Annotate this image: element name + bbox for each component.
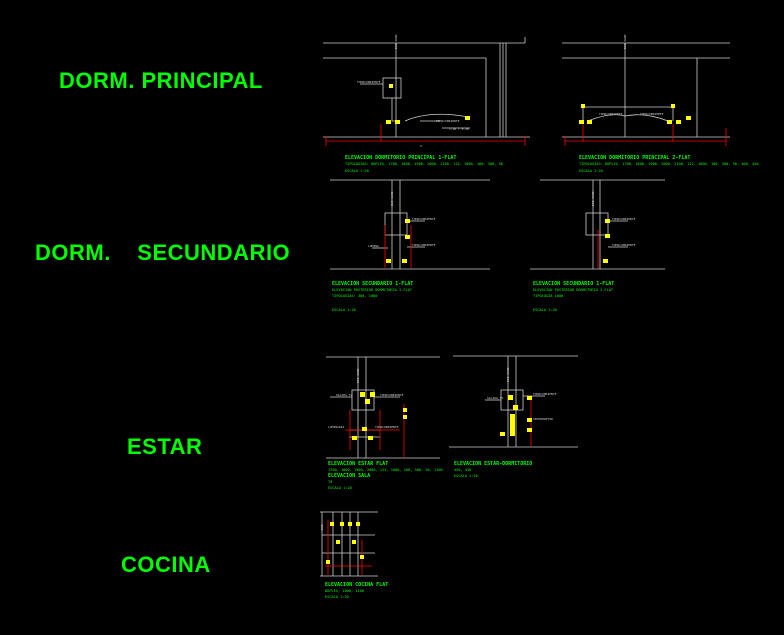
svg-text:LUMINARIA: LUMINARIA — [328, 425, 344, 429]
caption-subtitle: ELEVACION POSTERIOR DORMITORIO 2-FLAT — [332, 288, 413, 292]
section-title-dorm-principal: DORM. PRINCIPAL — [59, 68, 263, 93]
elevation-estar-flat: EJE VANO SALIDA TV TOMACORRIENTE LUMINAR… — [326, 356, 443, 490]
caption-scale: ESCALA 1:20 — [345, 169, 369, 173]
caption-subtitle: TIPOLOGIAS: DUPLEX, 1700, 1800, 1900, 20… — [345, 162, 503, 166]
svg-text:TOMACORRIENTE: TOMACORRIENTE — [436, 119, 460, 123]
svg-text:EJE VANO: EJE VANO — [591, 191, 595, 206]
caption-value: 70 — [328, 480, 332, 484]
caption-subtitle: 1700, 1800, 1900, 2000, 122, 1000, 160, … — [328, 468, 443, 472]
caption-scale: ESCALA 1:20 — [454, 474, 478, 478]
section-title-estar: ESTAR — [127, 434, 203, 459]
caption-types: TIPOLOGIA 1000 — [533, 294, 563, 298]
elevation-secundario-1flat: EJE VANO TOMACORRIENTE TOMACORRIENTE LUM… — [330, 179, 490, 312]
caption-subtitle: DUPLEX, 1000, 1100 — [325, 589, 364, 593]
section-title-cocina: COCINA — [121, 552, 211, 577]
svg-text:INTERRUPTOR: INTERRUPTOR — [533, 417, 553, 421]
caption-subtitle-2: ELEVACION SALA — [328, 473, 370, 479]
svg-text:TOMACORRIENTE: TOMACORRIENTE — [612, 217, 636, 221]
svg-text:EJE: EJE — [320, 524, 324, 530]
elevation-cocina-flat: EJE ELEVACION COCINA FLAT DUPLEX, 1000, … — [320, 511, 388, 599]
svg-text:TOMACORRIENTE: TOMACORRIENTE — [640, 112, 664, 116]
svg-text:EJE VANO: EJE VANO — [390, 191, 394, 206]
svg-text:TOMACORRIENTE: TOMACORRIENTE — [412, 217, 436, 221]
svg-text:LUMINA: LUMINA — [368, 244, 379, 248]
caption-scale: ESCALA 1:20 — [533, 308, 557, 312]
caption-title: ELEVACION ESTAR-DORMITORIO — [454, 461, 532, 467]
caption-title: ELEVACION SECUNDARIO 1-FLAT — [533, 281, 614, 287]
caption-title: ELEVACION SECUNDARIO 1-FLAT — [332, 281, 413, 287]
svg-text:TOMACORRIENTE: TOMACORRIENTE — [612, 243, 636, 247]
svg-text:SALIDA TV: SALIDA TV — [487, 396, 503, 400]
svg-text:TOMACORRIENTE: TOMACORRIENTE — [599, 112, 623, 116]
svg-text:X: X — [420, 144, 422, 148]
caption-title: ELEVACION DORMITORIO PRINCIPAL 2-FLAT — [579, 155, 690, 161]
elevation-principal-2flat: EJE VANO TOMACORRIENTE TOMACORRIENTE ELE… — [562, 34, 759, 173]
caption-scale: ESCALA 1:20 — [325, 595, 349, 599]
caption-subtitle: ELEVACION POSTERIOR DORMITORIO 2-FLAT — [533, 288, 614, 292]
caption-subtitle: 450, 430 — [454, 468, 471, 472]
svg-text:EJE VANO: EJE VANO — [623, 34, 627, 49]
elevation-principal-1flat: EJE VANO TOMACORRIENTE TOMACORRIENTE 1.2… — [323, 34, 530, 173]
caption-types: TIPOLOGIAS: 300, 1000 — [332, 294, 377, 298]
svg-text:EJE VANO: EJE VANO — [356, 368, 360, 383]
caption-scale: ESCALA 1:20 — [328, 486, 352, 490]
svg-text:1.20 / 0.30: 1.20 / 0.30 — [449, 127, 469, 131]
svg-text:TOMACORRIENTE: TOMACORRIENTE — [533, 392, 557, 396]
caption-title: ELEVACION COCINA FLAT — [325, 582, 388, 588]
caption-title: ELEVACION DORMITORIO PRINCIPAL 1-FLAT — [345, 155, 456, 161]
svg-text:TOMACORRIENTE: TOMACORRIENTE — [375, 425, 399, 429]
caption-scale: ESCALA 1:20 — [332, 308, 356, 312]
elevation-estar-dormitorio: EJE VANO SALIDA TV TOMACORRIENTE INTERRU… — [449, 355, 578, 478]
svg-text:TOMACORRIENTE: TOMACORRIENTE — [357, 80, 381, 84]
svg-text:TOMACORRIENTE: TOMACORRIENTE — [380, 393, 404, 397]
caption-title: ELEVACION ESTAR FLAT — [328, 461, 388, 467]
elevation-secundario-2flat: EJE VANO TOMACORRIENTE TOMACORRIENTE ELE… — [530, 179, 665, 312]
caption-subtitle: TIPOLOGIAS: DUPLEX, 1700, 1800, 1900, 20… — [579, 162, 759, 166]
svg-text:EJE VANO: EJE VANO — [506, 367, 510, 382]
svg-text:TOMACORRIENTE: TOMACORRIENTE — [412, 243, 436, 247]
svg-text:SALIDA TV: SALIDA TV — [336, 393, 352, 397]
svg-text:EJE VANO: EJE VANO — [394, 34, 398, 49]
section-title-dorm-secundario: DORM. SECUNDARIO — [35, 240, 291, 265]
caption-scale: ESCALA 1:20 — [579, 169, 603, 173]
